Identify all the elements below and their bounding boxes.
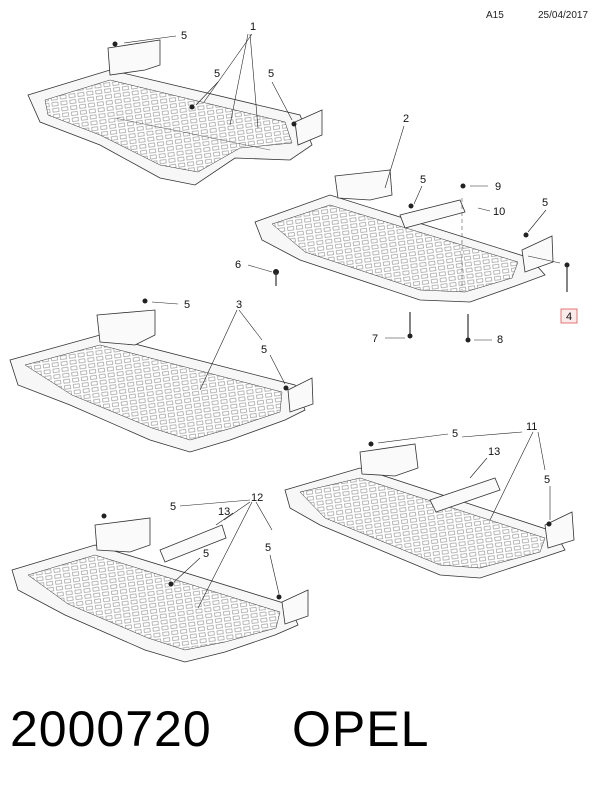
underbody-shield-assembly-1 [27,39,323,186]
callout-5: 5 [203,548,209,560]
fastener-group-4 [368,441,552,527]
leader-lines-4 [377,431,551,521]
callout-4: 4 [566,311,572,323]
callout-5: 5 [420,174,426,186]
callout-5: 5 [214,68,220,80]
leader-lines-2 [247,125,561,341]
underbody-shield-assembly-5 [11,517,309,663]
fastener-group-2 [273,183,570,343]
callout-5: 5 [261,344,267,356]
callout-5: 5 [181,30,187,42]
callout-10: 10 [493,206,505,218]
callout-13: 13 [218,506,230,518]
callout-5: 5 [170,501,176,513]
callout-5: 5 [452,428,458,440]
leader-lines-1 [123,33,293,129]
callout-6: 6 [235,259,241,271]
underbody-shield-assembly-3 [9,309,314,453]
part-number: 2000720 [10,701,212,757]
callout-3: 3 [236,299,242,311]
callout-9: 9 [495,181,501,193]
underbody-shield-assembly-2 [254,169,554,303]
callout-7: 7 [372,333,378,345]
callout-1: 1 [250,21,256,33]
page-code: A15 [486,10,504,21]
callout-5: 5 [184,299,190,311]
callout-5: 5 [268,68,274,80]
revision-date: 25/04/2017 [538,10,589,21]
callout-5: 5 [265,542,271,554]
callout-12: 12 [251,492,263,504]
callout-11: 11 [526,421,537,433]
underbody-shield-assembly-4 [284,443,575,579]
callout-4-highlight-box [560,308,578,324]
fastener-group-3 [142,298,289,391]
leader-lines-3 [151,301,286,391]
callout-2: 2 [403,113,409,125]
callout-5: 5 [544,474,550,486]
bolt-shafts [275,266,568,338]
leader-lines-5 [173,499,280,609]
callout-8: 8 [497,334,503,346]
fastener-group-5 [101,513,282,600]
brand-name: OPEL [292,701,430,757]
callout-5: 5 [542,197,548,209]
fastener-group-1 [112,41,297,127]
callout-13: 13 [488,446,500,458]
